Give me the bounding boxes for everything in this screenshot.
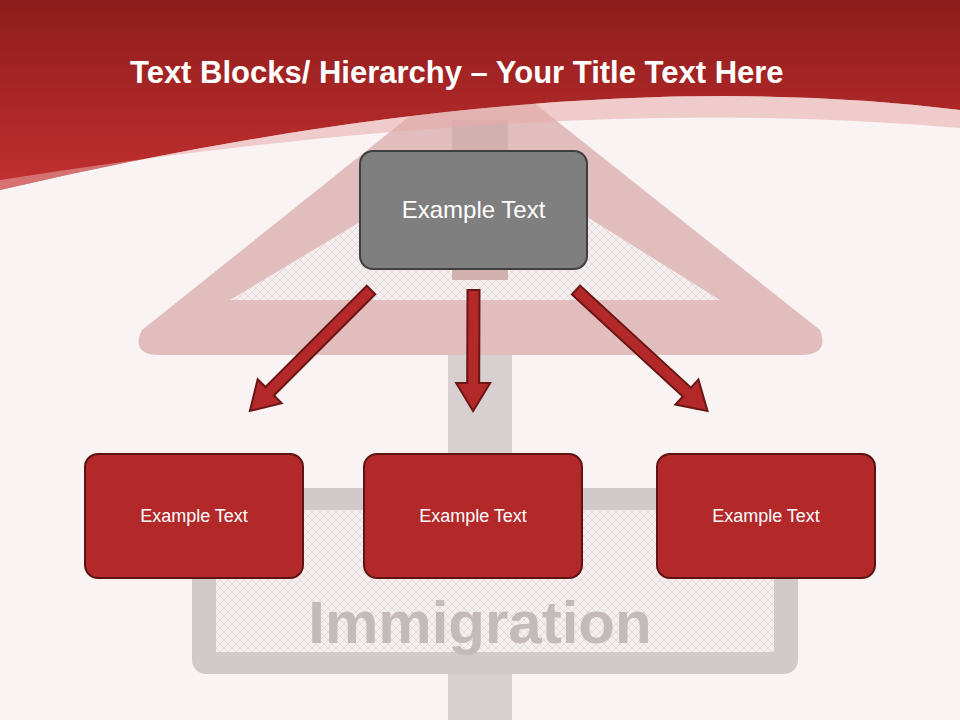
box-text: Example Text (402, 196, 546, 224)
child-box: Example Text (84, 453, 304, 579)
hierarchy-arrow (456, 290, 490, 411)
hierarchy-arrow (572, 286, 708, 411)
slide-title: Text Blocks/ Hierarchy – Your Title Text… (130, 55, 784, 91)
child-box: Example Text (656, 453, 876, 579)
hierarchy-arrow (250, 286, 375, 411)
top-box: Example Text (359, 150, 588, 270)
watermark-text: Immigration (0, 588, 960, 657)
box-text: Example Text (712, 506, 820, 527)
box-text: Example Text (140, 506, 248, 527)
box-text: Example Text (419, 506, 527, 527)
child-box: Example Text (363, 453, 583, 579)
